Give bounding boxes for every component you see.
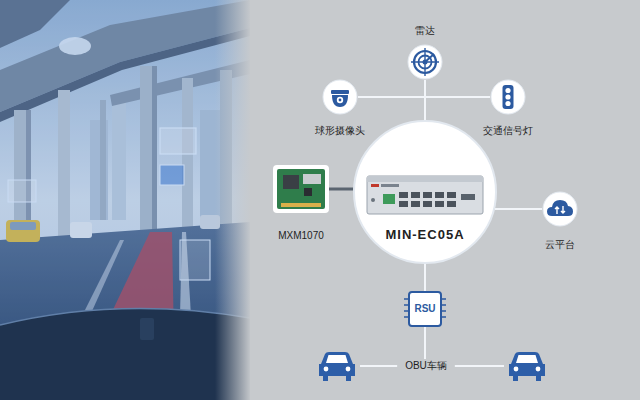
road-photo [0,0,250,400]
module-image-node: MXM1070 [273,165,329,213]
link-line [358,97,425,120]
cloud-shape [547,200,573,216]
radar-shape [407,44,443,80]
icon-disc [323,80,357,114]
obu-link-line [455,365,504,367]
device-logo [381,184,399,187]
radar-sweep [425,54,434,62]
light-lamp [505,101,510,106]
camera-lens [339,99,342,102]
device-logo [371,184,379,187]
device-top [367,176,483,182]
camera-dome [332,95,348,107]
callout-connector [329,188,353,191]
obu-link-line [360,365,397,367]
icon-disc [491,80,525,114]
cloud-arrows [555,206,565,214]
light-lamp [505,88,510,93]
pcb [277,169,325,209]
device-port [461,194,475,200]
device-port [423,192,432,198]
box-title: RSU [414,303,435,315]
cloud-node: 云平台 [542,191,578,227]
chip-body [409,292,441,326]
camera-node: 球形摄像头 [322,79,358,115]
device-port [447,201,456,207]
icon-caption: 球形摄像头 [313,124,367,138]
link-line [424,264,426,291]
node-label: OBU车辆 [405,360,447,372]
light-shape [490,79,526,115]
device-button [371,198,375,202]
device-circle: MIN-EC05A [353,120,497,264]
device-port [399,192,408,198]
camera-lens [337,97,343,103]
icon-caption: MXM1070 [276,229,326,243]
pcb-chip [304,188,312,196]
device-port [435,201,444,207]
pcb-pins [281,203,321,207]
pcb-chip [303,174,321,184]
car-icon [319,352,355,381]
radar-cross [411,48,439,76]
image-frame [273,165,329,213]
device-port [411,192,420,198]
traffic-light-node: 交通信号灯 [490,79,526,115]
link-line [425,97,490,120]
link-line [495,208,542,210]
device-terminal [383,194,395,204]
board-shape [273,165,329,213]
light-lamp [505,94,510,99]
car-icon [509,352,545,381]
cloud-shape [542,191,578,227]
pcb-chip [283,175,299,189]
device-port [423,201,432,207]
radar-node: 雷达 [407,44,443,80]
box-title: MIN-EC05A [383,226,466,244]
icon-disc [543,192,577,226]
icon-caption: 交通信号灯 [481,124,535,138]
device-port [399,201,408,207]
rsu-chip: RSU [408,291,442,327]
device-port [447,192,456,198]
icon-caption: 雷达 [413,24,437,38]
device-box [367,176,483,214]
camera-mount [331,90,349,94]
device-port [435,192,444,198]
device-shape [353,120,497,264]
light-body [503,85,514,109]
icon-disc [408,45,442,79]
camera-shape [322,79,358,115]
chip-pin [404,298,446,300]
device-port [411,201,420,207]
icon-caption: 云平台 [543,238,577,252]
chip-pin [404,316,446,318]
link-line [424,327,426,359]
obu-label-node: OBU车辆 [402,359,450,373]
device-disc [354,121,496,263]
